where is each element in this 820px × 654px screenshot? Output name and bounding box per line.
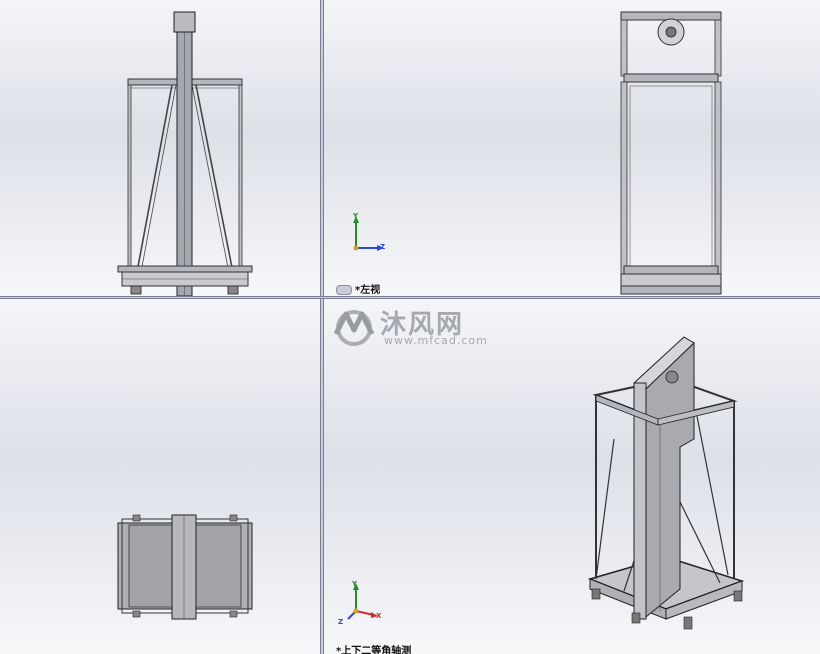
view-name-isometric: *上下二等角轴测: [336, 646, 412, 654]
axis-triad-iso: [347, 583, 378, 620]
viewport-splitter-vertical[interactable]: [320, 0, 324, 654]
axis-triad: [353, 216, 384, 251]
view-orientation-icon: [336, 285, 352, 295]
left-view-model: [620, 11, 722, 295]
axis-y-label: Y: [353, 212, 359, 220]
watermark-text: 沐风网: [380, 310, 465, 340]
top-view-model: [117, 514, 253, 620]
watermark-url: www.mfcad.com: [384, 334, 488, 347]
isometric-view-model: [587, 336, 745, 630]
axis-x-label-iso: X: [376, 612, 382, 620]
axis-z-label-iso: Z: [338, 618, 344, 626]
view-name-left-text: *左视: [355, 285, 381, 296]
viewport-front[interactable]: [0, 0, 320, 296]
viewport-top[interactable]: [0, 299, 320, 654]
view-name-left: *左视: [336, 281, 380, 296]
watermark-logo-icon: [333, 310, 375, 346]
viewport-splitter-horizontal[interactable]: [0, 296, 820, 299]
viewport-isometric[interactable]: Y Z X *上下二等角轴测: [324, 299, 820, 654]
axis-y-label-iso: Y: [352, 580, 358, 588]
front-view-model: [117, 11, 253, 296]
viewport-left[interactable]: Y Z *左视: [324, 0, 820, 296]
axis-z-label: Z: [380, 243, 386, 251]
watermark: 沐风网 www.mfcad.com: [330, 302, 500, 350]
